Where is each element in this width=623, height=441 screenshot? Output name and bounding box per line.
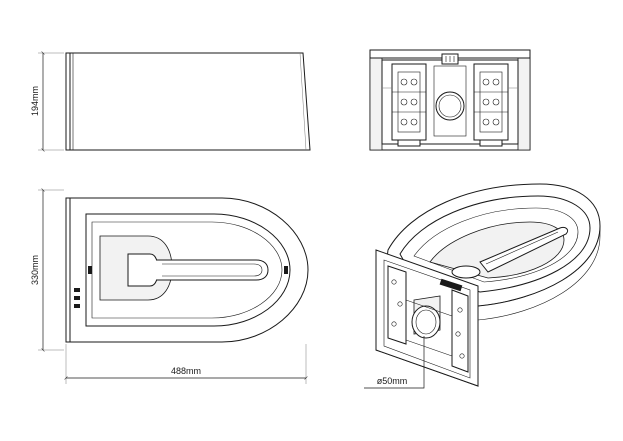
iso-bowl-drain bbox=[451, 265, 481, 279]
rear-elevation-view bbox=[369, 49, 531, 151]
rim-channel bbox=[156, 259, 269, 281]
iso-rim-channel bbox=[479, 227, 569, 273]
depth-dimension-label: 330mm bbox=[30, 255, 40, 285]
height-dimension: 194mm bbox=[30, 51, 64, 152]
outlet-circle bbox=[435, 91, 465, 121]
outlet-dimension-label: ø50mm bbox=[377, 376, 408, 386]
length-dimension-label: 488mm bbox=[171, 366, 201, 376]
depth-dimension: 330mm bbox=[30, 188, 64, 352]
plan-view bbox=[65, 197, 309, 343]
iso-bowl-interior bbox=[429, 221, 565, 279]
outlet-dimension: ø50mm bbox=[364, 336, 425, 389]
height-dimension-label: 194mm bbox=[30, 86, 40, 116]
length-dimension: 488mm bbox=[64, 344, 308, 384]
side-elevation-view bbox=[65, 52, 311, 151]
iso-outlet-pipe bbox=[411, 305, 441, 339]
right-mounting-frame bbox=[473, 63, 509, 147]
left-mounting-frame bbox=[391, 63, 427, 147]
isometric-view bbox=[375, 183, 601, 387]
